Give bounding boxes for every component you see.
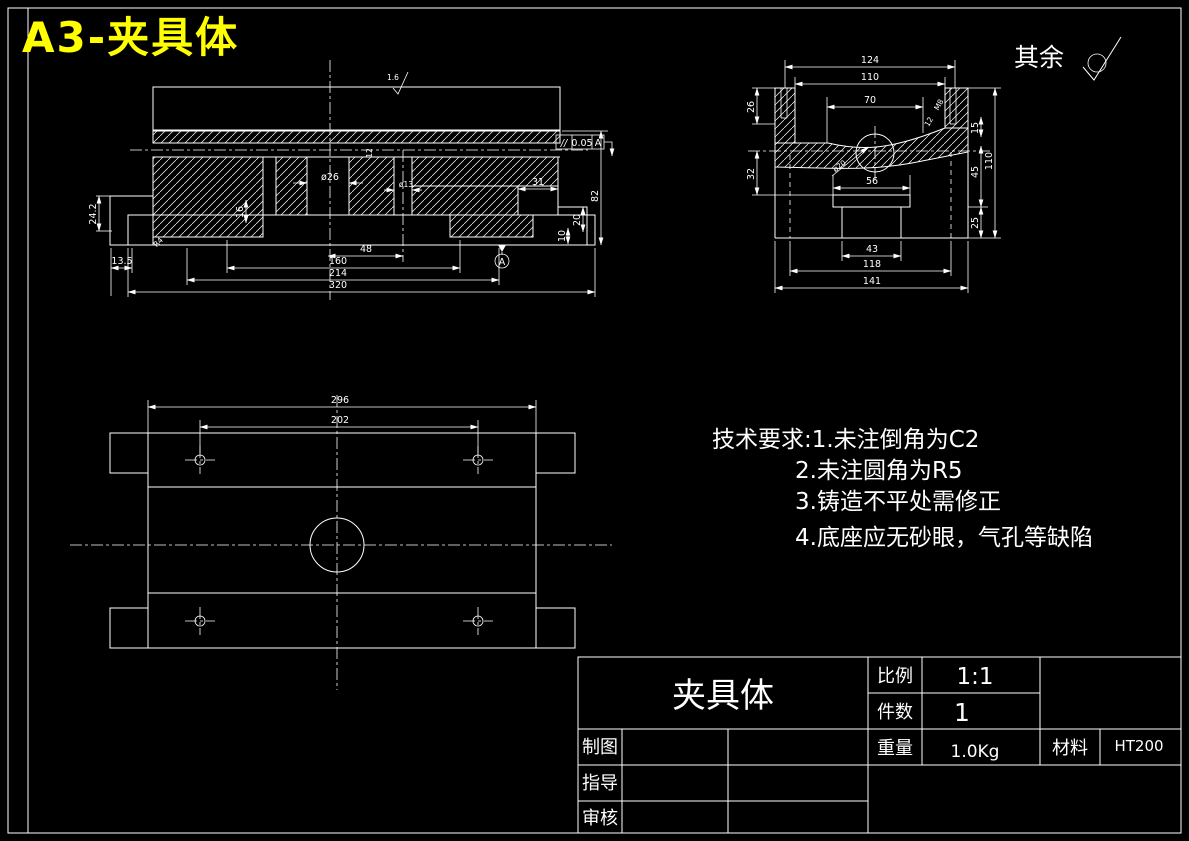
dim-56: 56 — [866, 176, 878, 187]
dim-118: 118 — [863, 259, 881, 270]
mounting-hole — [185, 607, 215, 635]
dim-110-right: 110 — [984, 152, 995, 170]
dim-48: 48 — [360, 244, 372, 255]
tolerance-datum: A — [595, 138, 602, 149]
plan-view: 296 202 — [70, 395, 612, 690]
technical-requirements: 技术要求:1.未注倒角为C2 2.未注圆角为R5 3.铸造不平处需修正 4.底座… — [712, 427, 1093, 551]
dim-13-5: 13.5 — [111, 256, 132, 267]
tech-req-line1: 技术要求:1.未注倒角为C2 — [712, 427, 979, 453]
dim-10: 10 — [557, 230, 568, 242]
dim-m8: M8 — [932, 97, 946, 111]
dim-12: 12 — [365, 148, 374, 158]
dim-43: 43 — [866, 244, 878, 255]
side-view-dimensions: 124 110 70 26 32 56 43 — [746, 55, 1001, 293]
dim-202: 202 — [331, 415, 349, 426]
drawn-label: 制图 — [582, 737, 618, 758]
title-block: 夹具体 比例 1:1 件数 1 重量 1.0Kg 材料 HT200 制图 指导 … — [577, 656, 1182, 834]
check-label: 审核 — [582, 808, 618, 829]
dim-25: 25 — [970, 217, 981, 229]
page-title: A3-夹具体 — [22, 13, 239, 62]
qty-label: 件数 — [877, 702, 913, 723]
parallelism-tolerance-frame: // 0.05 A — [555, 134, 615, 157]
dim-124: 124 — [861, 55, 879, 66]
dim-31: 31 — [532, 177, 544, 188]
dim-dia13: ø13 — [399, 180, 413, 189]
roughness-check-icon — [1082, 36, 1122, 81]
part-name: 夹具体 — [672, 676, 774, 716]
dim-16: 16 — [235, 206, 246, 218]
front-view-dimensions: ø26 ø13 12 16 31 82 20 10 24.2 13.5 — [88, 130, 608, 297]
datum-a-symbol: A — [494, 245, 510, 269]
scale-label: 比例 — [877, 666, 913, 687]
scale-value: 1:1 — [956, 664, 993, 690]
dim-45: 45 — [970, 166, 981, 178]
weight-value: 1.0Kg — [951, 742, 1000, 762]
dim-15: 15 — [970, 122, 981, 134]
dim-12b: 12 — [923, 115, 936, 128]
tolerance-symbol: // — [560, 138, 569, 149]
datum-label: A — [499, 257, 506, 268]
mounting-hole — [463, 607, 493, 635]
dim-26: 26 — [746, 101, 757, 113]
dim-32: 32 — [746, 168, 757, 180]
side-view: ø20 M8 12 124 110 70 26 32 — [746, 55, 1001, 293]
surface-finish-note: 其余 — [1014, 36, 1122, 81]
dim-160: 160 — [329, 256, 347, 267]
tech-req-line3: 3.铸造不平处需修正 — [795, 489, 1001, 515]
material-label: 材料 — [1052, 738, 1088, 759]
dim-20: 20 — [572, 214, 583, 226]
front-view: 1.6 // 0.05 A — [88, 60, 615, 300]
weight-label: 重量 — [877, 738, 913, 759]
dim-296: 296 — [331, 395, 349, 406]
material-value: HT200 — [1114, 737, 1163, 755]
tech-req-line4: 4.底座应无砂眼，气孔等缺陷 — [795, 525, 1093, 551]
dim-141: 141 — [863, 276, 881, 287]
dim-82: 82 — [590, 190, 601, 202]
tech-req-line2: 2.未注圆角为R5 — [795, 458, 963, 484]
guide-label: 指导 — [582, 773, 618, 794]
roughness-mark: 1.6 — [387, 71, 409, 95]
dim-320: 320 — [329, 280, 347, 291]
dim-110-top: 110 — [861, 72, 879, 83]
plan-view-dimensions: 296 202 — [147, 395, 537, 453]
dim-214: 214 — [329, 268, 347, 279]
qty-value: 1 — [954, 698, 970, 727]
tolerance-value: 0.05 — [571, 138, 592, 149]
dim-dia26: ø26 — [321, 172, 339, 183]
surface-note-label: 其余 — [1014, 43, 1064, 72]
dim-70: 70 — [864, 95, 876, 106]
roughness-value: 1.6 — [387, 73, 399, 82]
dim-24-2: 24.2 — [88, 203, 99, 224]
